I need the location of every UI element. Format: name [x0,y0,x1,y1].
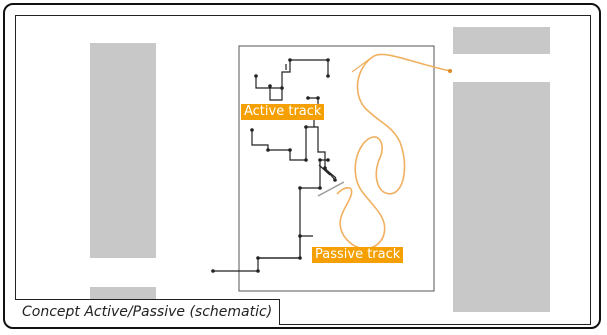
passive-track-end [448,69,452,73]
block-left-top [90,43,156,258]
passive-track-spur [351,55,375,73]
passive-track-curve [336,53,451,250]
active-track [213,59,337,272]
crossing-marker [317,181,345,197]
figure-caption: Concept Active/Passive (schematic) [15,299,281,325]
block-right-bottom [453,82,550,312]
passive-track-label: Passive track [312,247,404,263]
active-track-label: Active track [241,104,325,120]
block-right-top [453,27,550,54]
active-track-nodes [211,58,337,273]
